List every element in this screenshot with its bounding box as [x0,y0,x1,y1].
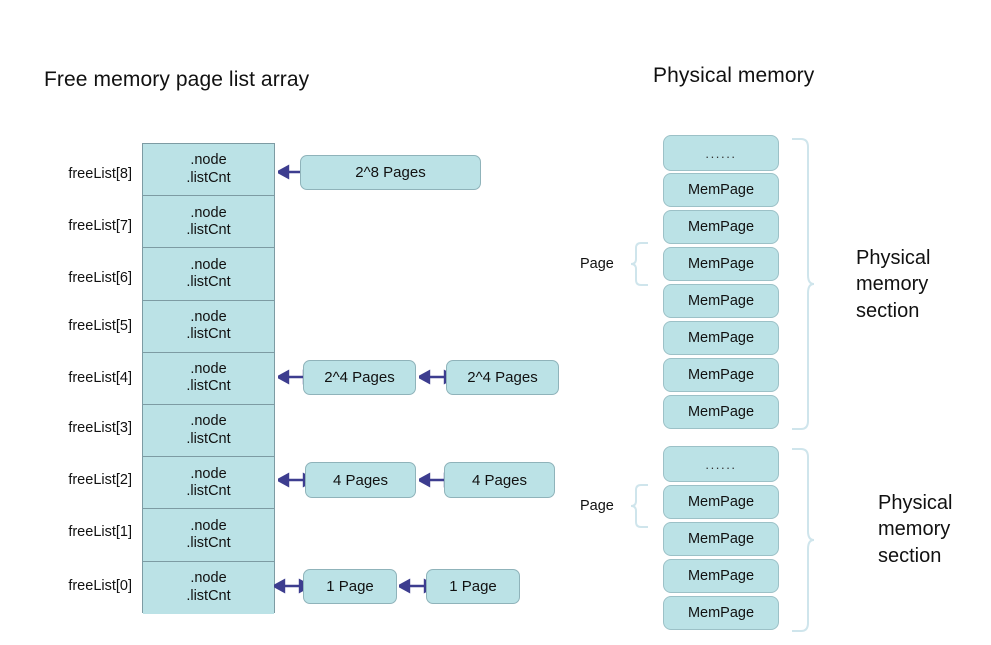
page-list-box-2e8-1[interactable]: 2^8 Pages [300,155,481,190]
array-cell-node-label: .node [190,256,227,273]
mem-page-box[interactable]: MemPage [663,358,779,392]
section-bracket-icon [792,448,815,632]
array-cell-0[interactable]: .node .listCnt [143,561,274,614]
section-label-bottom: Physical memory section [878,490,952,569]
array-cell-listcnt-label: .listCnt [186,221,231,238]
free-list-array: .node .listCnt .node .listCnt .node .lis… [142,143,275,614]
array-cell-node-label: .node [190,309,227,326]
array-index-label-3: freeList[3] [68,420,132,436]
section-label-line-2: memory [878,518,951,541]
array-cell-4[interactable]: .node .listCnt [143,352,274,405]
array-cell-listcnt-label: .listCnt [186,430,231,447]
section-label-line-3: section [856,299,920,322]
mem-page-box[interactable]: MemPage [663,559,779,593]
array-cell-node-label: .node [190,570,227,587]
mem-page-box[interactable]: MemPage [663,395,779,429]
mem-page-box[interactable]: MemPage [663,596,779,630]
array-cell-5[interactable]: .node .listCnt [143,300,274,353]
array-cell-listcnt-label: .listCnt [186,587,231,604]
array-index-label-8: freeList[8] [68,166,132,182]
page-title-free-list: Free memory page list array [44,68,310,91]
mem-page-box[interactable]: MemPage [663,485,779,519]
mem-page-box[interactable]: MemPage [663,284,779,318]
mem-page-ellipsis-top: ...... [663,135,779,171]
array-index-label-5: freeList[5] [68,318,132,334]
array-cell-listcnt-label: .listCnt [186,378,231,395]
array-cell-3[interactable]: .node .listCnt [143,404,274,458]
array-cell-listcnt-label: .listCnt [186,482,231,499]
section-label-line-1: Physical [856,247,931,269]
array-index-label-2: freeList[2] [68,472,132,488]
array-cell-listcnt-label: .listCnt [186,169,231,186]
page-list-box-2e4-1[interactable]: 2^4 Pages [303,360,416,395]
page-title-physical-memory: Physical memory [653,64,815,87]
array-cell-node-label: .node [190,152,227,169]
array-cell-6[interactable]: .node .listCnt [143,248,274,301]
array-cell-listcnt-label: .listCnt [186,273,231,290]
mem-page-box[interactable]: MemPage [663,247,779,281]
mem-page-ellipsis-bottom: ...... [663,446,779,482]
page-list-box-4-1[interactable]: 4 Pages [305,462,416,498]
page-list-box-1-2[interactable]: 1 Page [426,569,520,604]
page-list-box-4-2[interactable]: 4 Pages [444,462,555,498]
array-cell-2[interactable]: .node .listCnt [143,457,274,510]
mem-page-box[interactable]: MemPage [663,173,779,207]
array-cell-7[interactable]: .node .listCnt [143,196,274,249]
section-label-line-3: section [878,544,942,567]
array-cell-node-label: .node [190,517,227,534]
mem-page-box[interactable]: MemPage [663,522,779,556]
array-index-label-6: freeList[6] [68,270,132,286]
page-bracket-label-bottom: Page [580,498,614,514]
page-list-box-1-1[interactable]: 1 Page [303,569,397,604]
section-bracket-icon [792,138,815,430]
page-bracket-icon [630,242,648,286]
mem-page-box[interactable]: MemPage [663,210,779,244]
array-index-label-7: freeList[7] [68,218,132,234]
page-list-box-2e4-2[interactable]: 2^4 Pages [446,360,559,395]
mem-page-box[interactable]: MemPage [663,321,779,355]
array-cell-node-label: .node [190,361,227,378]
array-cell-listcnt-label: .listCnt [186,534,231,551]
page-bracket-icon [630,484,648,528]
array-index-label-1: freeList[1] [68,524,132,540]
array-index-label-0: freeList[0] [68,578,132,594]
array-cell-node-label: .node [190,465,227,482]
section-label-line-1: Physical [878,492,953,514]
array-cell-1[interactable]: .node .listCnt [143,509,274,562]
page-bracket-label-top: Page [580,256,614,272]
section-label-line-2: memory [856,273,929,296]
array-index-label-4: freeList[4] [68,370,132,386]
array-cell-node-label: .node [190,413,227,430]
array-cell-8[interactable]: .node .listCnt [143,144,274,197]
array-cell-listcnt-label: .listCnt [186,326,231,343]
section-label-top: Physical memory section [856,245,930,324]
array-cell-node-label: .node [190,204,227,221]
